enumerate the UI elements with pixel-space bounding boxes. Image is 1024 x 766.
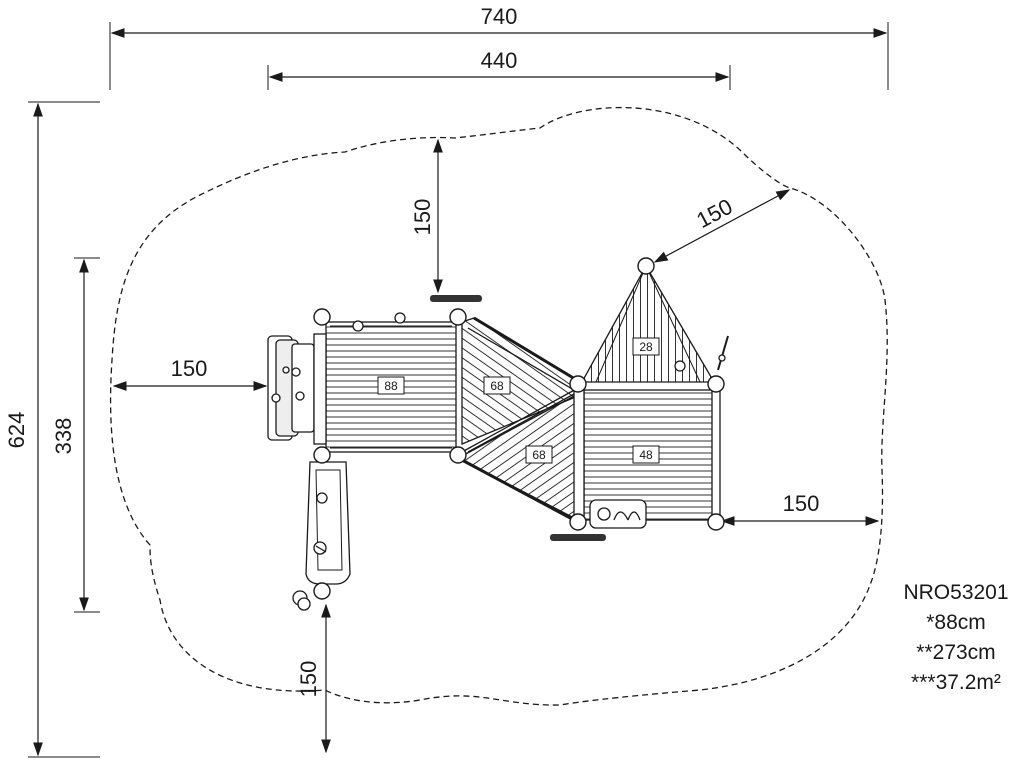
platform-height: *88cm — [926, 611, 986, 634]
tag-left-deck: 88 — [384, 379, 398, 393]
model-number: NRO53201 — [903, 581, 1009, 604]
roof-triangle — [580, 264, 716, 383]
dim-clearance-diagonal — [653, 189, 791, 263]
posts — [313, 257, 725, 600]
label-clearance-diagonal: 150 — [692, 194, 736, 233]
dimension-lines — [33, 28, 888, 757]
extension-lines — [28, 22, 889, 758]
label-total-height: 624 — [4, 412, 29, 449]
tag-ramp-lower: 68 — [532, 448, 546, 462]
label-clearance-left: 150 — [171, 356, 208, 381]
slide — [292, 461, 351, 611]
label-platform-width: 440 — [481, 48, 518, 73]
label-clearance-bottom: 150 — [296, 661, 321, 698]
climbing-wall — [267, 333, 327, 445]
play-panel — [589, 499, 647, 529]
label-clearance-top: 150 — [410, 199, 435, 236]
safety-zone-outline — [109, 106, 888, 706]
label-platform-height: 338 — [51, 418, 76, 455]
railing-top — [430, 295, 606, 541]
equipment — [267, 257, 729, 611]
tag-right-deck: 48 — [639, 448, 653, 462]
tag-roof: 28 — [639, 340, 653, 354]
safety-area: ***37.2m² — [911, 671, 1001, 694]
label-total-width: 740 — [481, 4, 518, 29]
spec-block: NRO53201 *88cm **273cm ***37.2m² — [888, 578, 1024, 698]
label-clearance-right: 150 — [783, 491, 820, 516]
tag-ramp-upper: 68 — [490, 379, 504, 393]
height-tags: 88 68 68 28 48 — [377, 337, 660, 464]
total-height: **273cm — [916, 641, 996, 664]
